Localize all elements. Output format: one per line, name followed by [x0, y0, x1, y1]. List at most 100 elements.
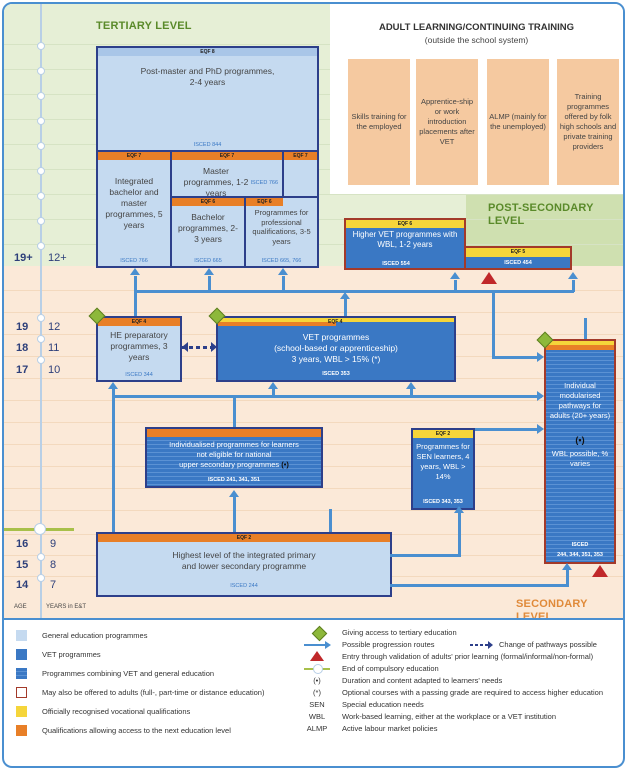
vet-swatch	[16, 649, 27, 660]
grid-line	[4, 422, 623, 423]
age-label: 18	[16, 342, 29, 354]
vet-text-2: (school-based or apprenticeship)	[274, 343, 398, 353]
arrow-head-up	[406, 382, 416, 389]
axis-dot	[37, 117, 45, 125]
diagram-frame: TERTIARY LEVEL POST-SECONDARY LEVEL 19+ …	[2, 2, 625, 620]
vocational-qualifications-swatch	[16, 706, 27, 717]
phd-text: Post-master and PhD programmes, 2-4 year…	[140, 66, 275, 87]
integrated-text: Integrated bachelor and master programme…	[105, 176, 163, 230]
progression-route	[492, 356, 540, 359]
he-prep-text: HE preparatory programmes, 3 years	[110, 330, 168, 362]
progression-route	[390, 584, 568, 587]
axis-dot	[37, 92, 45, 100]
years-axis-title: YEARS in E&T	[46, 604, 87, 610]
progression-route	[208, 276, 211, 290]
years-label: 9	[50, 538, 57, 550]
access-qualifications-swatch	[16, 725, 27, 736]
sen-abbr: SEN	[309, 700, 325, 709]
years-label: 8	[50, 559, 57, 571]
isced-code: ISCED 844	[193, 142, 222, 148]
eqf-label: EQF 6	[246, 198, 283, 206]
years-label: 7	[50, 579, 57, 591]
arrow-head-up	[278, 268, 288, 275]
legend-adults: May also be offered to adults (full-, pa…	[42, 688, 265, 697]
age-label: 17	[16, 364, 29, 376]
axis-dot	[37, 242, 45, 250]
progression-route	[566, 570, 569, 587]
progression-route	[584, 318, 587, 339]
legend-vet: VET programmes	[42, 650, 101, 659]
adult-learning-subtitle: (outside the school system)	[424, 35, 529, 45]
arrow-head-right	[211, 342, 217, 352]
axis-dot	[37, 553, 45, 561]
eqf-label: EQF 7	[98, 152, 170, 160]
eqf5-box: EQF 5 ISCED 454	[464, 246, 572, 270]
isced-code: ISCED 665, 766	[261, 258, 302, 264]
isced-code: ISCED	[571, 542, 589, 548]
eqf-label: EQF 4	[328, 319, 343, 325]
legend-validation: Entry through validation of adults' prio…	[342, 652, 594, 661]
eqf-label: EQF 4	[98, 318, 180, 326]
grid-line	[4, 510, 623, 511]
dashed-arrow-icon	[470, 644, 488, 646]
eqf-label: EQF 5	[466, 248, 570, 257]
vet-text-1: VET programmes	[302, 332, 370, 342]
legend-adapted-needs: Duration and content adapted to learners…	[342, 676, 503, 685]
triangle-icon	[310, 651, 324, 661]
progression-route	[134, 276, 137, 290]
progression-route	[492, 290, 495, 358]
years-label: 12+	[48, 252, 67, 264]
axis-line	[40, 4, 42, 618]
progression-route	[134, 290, 574, 293]
compulsory-end-dot	[34, 523, 46, 535]
integrated-programme-box: EQF 7 Integrated bachelor and master pro…	[96, 150, 172, 268]
eqf-bar	[147, 429, 321, 437]
post-secondary-level-title: POST-SECONDARY LEVEL	[488, 202, 594, 227]
adult-learning-panel: ADULT LEARNING/CONTINUING TRAINING (outs…	[330, 4, 623, 194]
isced-code: ISCED 454	[504, 260, 532, 266]
grid-line	[4, 488, 623, 489]
legend-almp: Active labour market policies	[342, 724, 438, 733]
legend-access-qualifications: Qualifications allowing access to the ne…	[42, 726, 231, 735]
combined-swatch	[16, 668, 27, 679]
legend-general-education: General education programmes	[42, 631, 148, 640]
arrow-head-up	[450, 272, 460, 279]
phd-programme-box: EQF 8 Post-master and PhD programmes, 2-…	[96, 46, 319, 152]
years-label: 11	[48, 342, 60, 354]
individualised-text-3-label: upper secondary programmes	[179, 460, 280, 469]
arrow-head-right	[537, 352, 544, 362]
sen-text: Programmes for SEN learners, 4 years, WB…	[416, 442, 470, 481]
isced-code: ISCED 241, 341, 351	[208, 477, 260, 483]
axis-dot	[37, 67, 45, 75]
eqf-orange-bar	[546, 345, 614, 350]
vet-text-3: 3 years, WBL > 15% (*)	[291, 354, 381, 364]
individual-adult-wbl: WBL possible, % varies	[551, 449, 609, 468]
legend-optional-courses: Optional courses with a passing grade ar…	[342, 688, 603, 697]
arrow-head-up	[454, 506, 464, 513]
eqf-label: EQF 7	[172, 152, 282, 160]
arrow-head-right	[537, 391, 544, 401]
years-label: 12	[48, 321, 61, 333]
bachelor-text: Bachelor programmes, 2-3 years	[178, 212, 238, 244]
arrow-head-up	[268, 382, 278, 389]
isced-code: ISCED 244	[230, 583, 258, 589]
legend-change-pathways: Change of pathways possible	[499, 640, 597, 649]
individualised-text-3: upper secondary programmes (•)	[149, 460, 319, 470]
progression-route	[282, 276, 285, 290]
general-education-swatch	[16, 630, 27, 641]
axis-dot	[37, 335, 45, 343]
higher-vet-text: Higher VET programmes with WBL, 1-2 year…	[352, 230, 458, 249]
legend-vocational-qualifications: Officially recognised vocational qualifi…	[42, 707, 191, 716]
age-axis-title: AGE	[14, 604, 27, 610]
he-preparatory-box: EQF 4 HE preparatory programmes, 3 years…	[96, 316, 182, 382]
sen-programme-box: EQF 2 Programmes for SEN learners, 4 yea…	[411, 428, 475, 510]
progression-route	[233, 396, 236, 427]
progression-route	[233, 497, 236, 532]
arrow-head-right	[537, 424, 544, 434]
arrow-head-up	[108, 382, 118, 389]
lower-secondary-box: EQF 2 Highest level of the integrated pr…	[96, 532, 392, 597]
axis-dot	[37, 314, 45, 322]
progression-route	[112, 395, 542, 398]
higher-vet-box: EQF 6 Higher VET programmes with WBL, 1-…	[344, 218, 466, 270]
axis-dot	[37, 142, 45, 150]
